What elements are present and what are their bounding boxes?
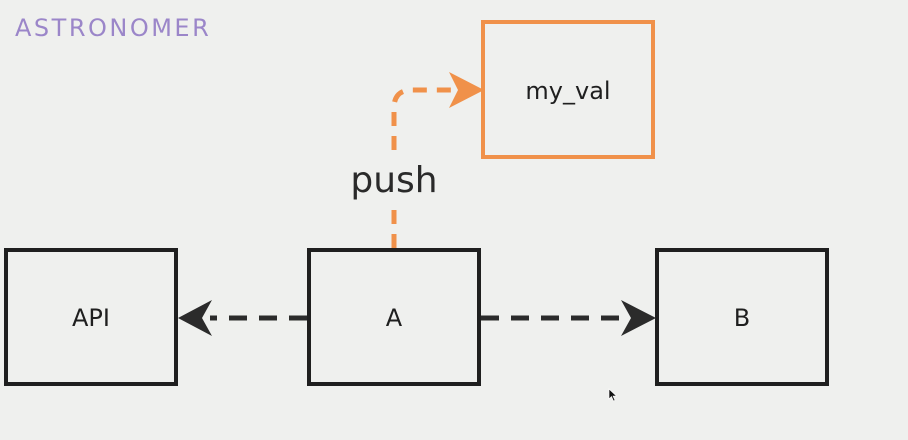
b-box-label: B xyxy=(734,304,750,332)
push-label: push xyxy=(350,160,437,201)
b-arrowhead-icon xyxy=(621,300,656,336)
a-box-label: A xyxy=(386,304,403,332)
xcom-box-label: my_val xyxy=(525,77,610,105)
a-box xyxy=(307,248,481,386)
push-connector-upper xyxy=(391,87,452,150)
b-box xyxy=(655,248,829,386)
astronomer-logo: ASTRONOMER xyxy=(15,14,211,42)
api-box-label: API xyxy=(72,304,110,332)
api-arrowhead-icon xyxy=(178,300,212,336)
xcom-box xyxy=(481,20,655,159)
push-arrowhead-icon xyxy=(449,72,484,108)
mouse-cursor-icon xyxy=(608,388,618,402)
api-box xyxy=(4,248,178,386)
